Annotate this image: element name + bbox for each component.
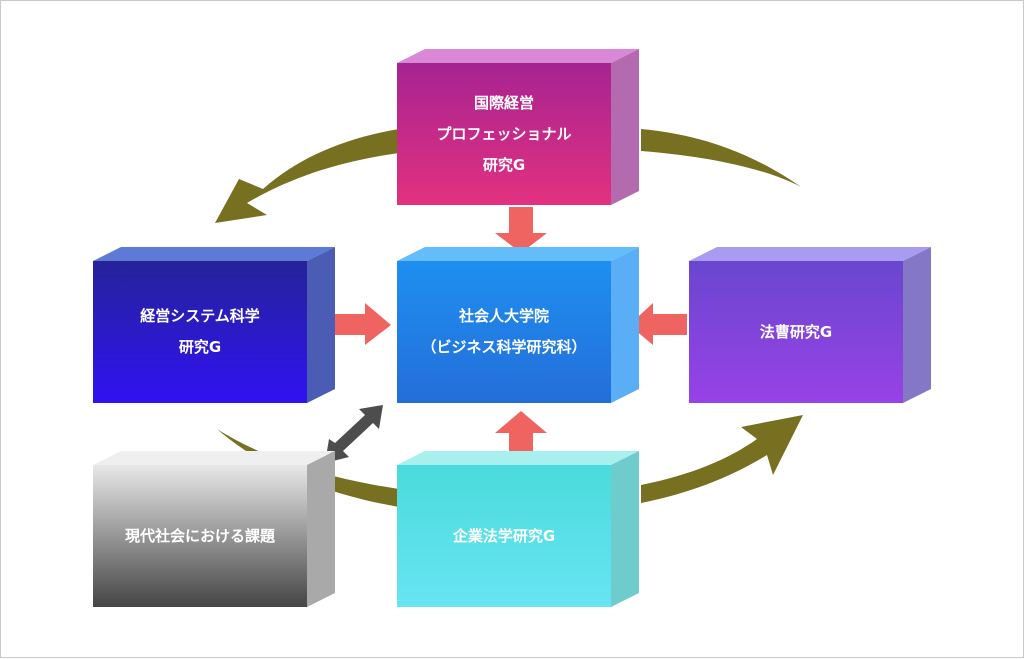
box-top-line-2: プロフェッショナル — [436, 124, 572, 143]
box-center-line-2: （ビジネス科学研究科） — [421, 338, 587, 356]
box-right — [689, 247, 931, 403]
box-top-label: 国際経営 プロフェッショナル 研究G — [397, 63, 611, 205]
box-left-label: 経営システム科学 研究G — [93, 261, 307, 403]
box-bottom-left — [93, 451, 335, 607]
box-left-line-1: 経営システム科学 — [140, 307, 260, 325]
box-center-label: 社会人大学院 （ビジネス科学研究科） — [397, 261, 611, 403]
box-bottom-left-line-1: 現代社会における課題 — [124, 526, 275, 545]
box-left-line-2: 研究G — [178, 338, 222, 356]
box-bottom — [397, 451, 639, 607]
cycle-arrow-lower-right — [641, 415, 803, 503]
box-right-line-1: 法曹研究G — [759, 322, 833, 341]
cycle-arrow-upper-left — [215, 129, 399, 223]
cycle-arrow-lower-left — [217, 429, 399, 507]
box-center — [397, 247, 639, 403]
arrow-left-to-center — [321, 303, 391, 345]
box-bottom-label: 企業法学研究G — [397, 465, 611, 607]
box-center-line-1: 社会人大学院 — [458, 307, 549, 325]
arrow-bottom-left-double — [325, 405, 383, 463]
box-bottom-line-1: 企業法学研究G — [452, 526, 556, 545]
arrow-top-to-center — [495, 207, 547, 253]
box-left — [93, 247, 335, 403]
box-top-line-3: 研究G — [482, 155, 526, 174]
box-top — [397, 49, 639, 205]
box-right-label: 法曹研究G — [689, 261, 903, 403]
cycle-arrow-upper-right — [641, 129, 801, 187]
arrow-right-to-center — [629, 303, 687, 345]
box-bottom-left-label: 現代社会における課題 — [93, 465, 307, 607]
arrow-bottom-to-center — [495, 411, 547, 461]
box-top-line-1: 国際経営 — [473, 93, 534, 112]
